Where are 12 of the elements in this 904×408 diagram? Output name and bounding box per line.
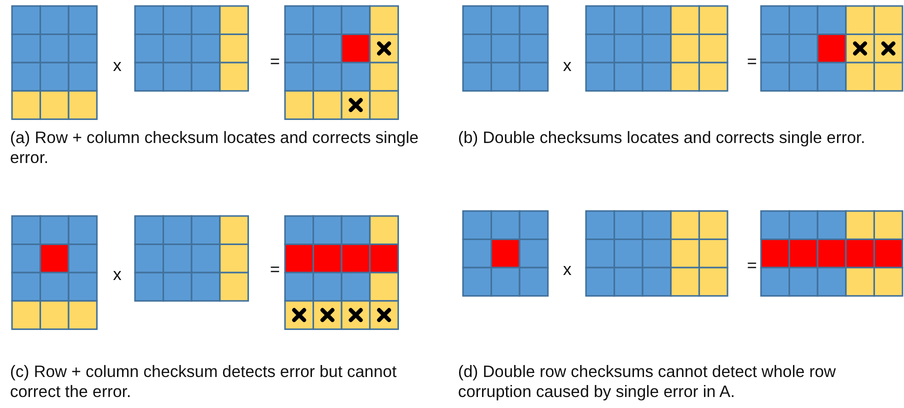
times-sign: x [113, 56, 122, 76]
times-sign: x [563, 56, 572, 76]
figure-caption: (c) Row + column checksum detects error but cannot correct the error. [10, 362, 398, 402]
equals-sign: = [747, 256, 757, 276]
figure-caption: (b) Double checksums locates and corrects single error. [458, 128, 866, 148]
equals-sign: = [270, 52, 280, 72]
times-sign: x [563, 260, 572, 280]
equals-sign: = [747, 52, 757, 72]
equals-sign: = [270, 260, 280, 280]
times-sign: x [113, 265, 122, 285]
figure-caption: (d) Double row checksums cannot detect whole row corruption caused by single error in A. [458, 362, 837, 402]
figure-caption: (a) Row + column checksum locates and corrects single error. [10, 128, 420, 168]
